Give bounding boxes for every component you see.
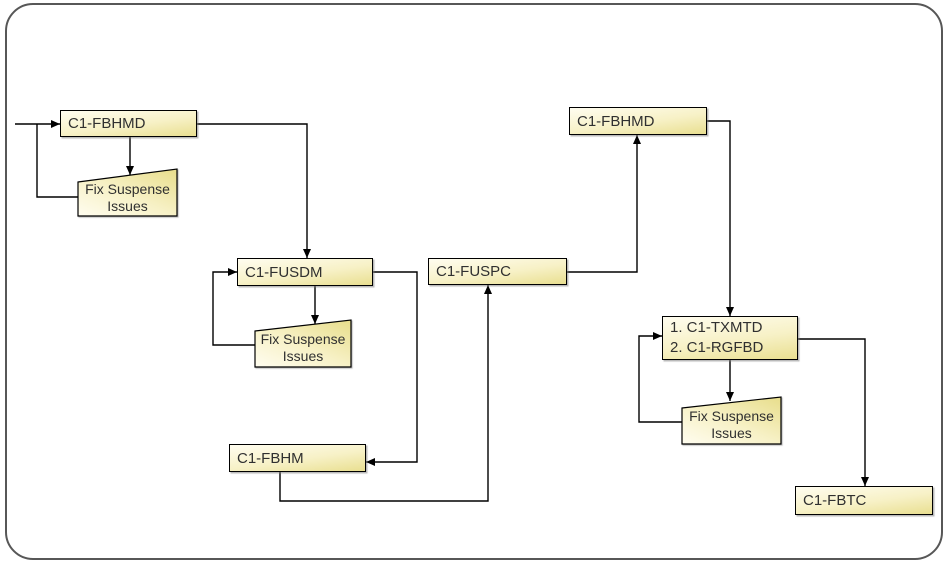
connector-fusdm-to-fbhm (366, 271, 418, 466)
connector-fbhmd-left-to-fusdm (197, 123, 311, 258)
node-c1-fbhm: C1-FBHM (229, 444, 366, 472)
node-c1-fuspc: C1-FUSPC (428, 258, 567, 285)
node-label: C1-FBTC (803, 492, 867, 509)
fix-suspense-shape-3 (681, 396, 782, 445)
node-label: C1-FBHMD (68, 115, 146, 132)
node-label: C1-FUSDM (245, 263, 323, 281)
connector-fbhm-to-fuspc (279, 285, 492, 502)
node-c1-fusdm: C1-FUSDM (237, 258, 373, 286)
node-label: C1-FBHMD (577, 112, 655, 130)
diagram-border-frame (5, 3, 943, 560)
connector-fix3-loop-to-txmtd (638, 332, 682, 423)
connector-fbhmd-right-to-txmtd (707, 120, 734, 316)
node-label-line1: 1. C1-TXMTD (670, 319, 763, 336)
fix-suspense-shape-2 (254, 319, 352, 368)
node-c1-fbhmd-left: C1-FBHMD (60, 110, 197, 137)
node-c1-txmtd-rgfbd: 1. C1-TXMTD 2. C1-RGFBD (662, 316, 798, 360)
connector-fix2-loop-to-fusdm (212, 268, 255, 346)
node-c1-fbhmd-right: C1-FBHMD (569, 107, 707, 135)
node-label-line2: 2. C1-RGFBD (670, 339, 764, 356)
node-label: C1-FBHM (237, 449, 304, 467)
connector-txmtd-to-fbtc (798, 338, 869, 486)
connector-fuspc-to-fbhmd-right (567, 135, 641, 273)
connector-fix1-loop-to-fbhmd-left (36, 124, 78, 198)
node-label: C1-FUSPC (436, 263, 512, 280)
node-c1-fbtc: C1-FBTC (795, 486, 933, 515)
fix-suspense-shape-1 (77, 168, 178, 217)
